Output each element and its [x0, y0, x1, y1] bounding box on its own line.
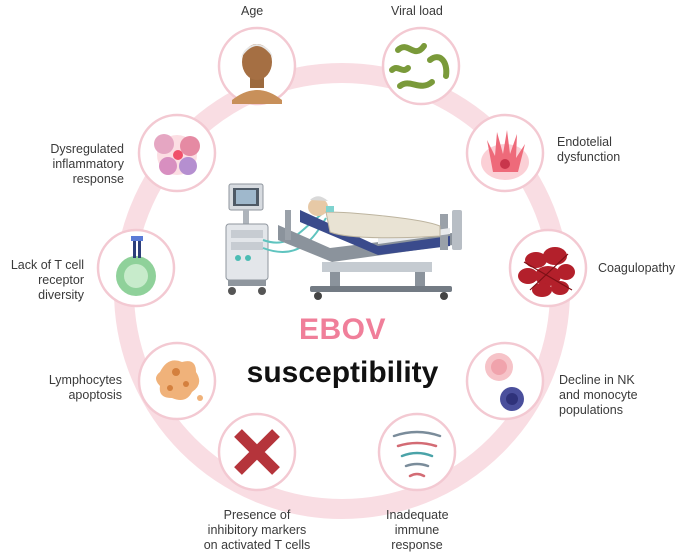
- label-age: Age: [241, 4, 264, 18]
- factor-circle-inflammatory: [137, 113, 217, 193]
- inflammatory-cells-icon: [154, 134, 200, 175]
- patient-bed-ventilator-illustration: [225, 183, 462, 300]
- nk-monocyte-cells-icon: [485, 353, 524, 411]
- factor-circle-inadequate-immune: [377, 412, 457, 492]
- factor-circle-inhibitory-markers: [217, 412, 297, 492]
- label-endothelial: Endotelial dysfunction: [557, 135, 621, 164]
- label-inflammatory: Dysregulated inflammatory response: [50, 142, 124, 186]
- factor-circle-endothelial: [465, 113, 545, 193]
- factor-circle-tcell-diversity: [96, 228, 176, 308]
- blood-clot-icon: [518, 247, 575, 297]
- factor-circle-age: [217, 26, 297, 106]
- title-ebov: EBOV: [298, 313, 387, 346]
- label-inhibitory-markers: Presence of inhibitory markers on activa…: [203, 508, 311, 552]
- apoptotic-cell-icon: [156, 360, 203, 401]
- t-cell-receptor-icon: [116, 236, 156, 296]
- label-lymphocytes: Lymphocytes apoptosis: [48, 373, 122, 402]
- label-coagulopathy: Coagulopathy: [598, 261, 676, 275]
- factor-circle-nk-monocyte: [465, 341, 545, 421]
- virus-filaments-icon: [389, 43, 450, 89]
- elderly-person-icon: [232, 44, 282, 104]
- title-susceptibility: susceptibility: [246, 356, 439, 389]
- factor-circle-lymphocytes: [137, 341, 217, 421]
- immune-tornado-icon: [392, 430, 442, 478]
- ventilator-icon: [225, 183, 269, 295]
- factor-circle-viral-load: [381, 26, 461, 106]
- label-viral-load: Viral load: [391, 4, 443, 18]
- red-cross-icon: [234, 429, 280, 475]
- factor-circle-coagulopathy: [508, 228, 588, 308]
- patient-icon: [308, 196, 441, 239]
- endothelial-cell-icon: [481, 130, 529, 180]
- label-tcell-diversity: Lack of T cell receptor diversity: [10, 258, 84, 302]
- label-inadequate-immune: Inadequate immune response: [386, 508, 449, 552]
- label-nk-monocyte: Decline in NK and monocyte populations: [559, 373, 638, 417]
